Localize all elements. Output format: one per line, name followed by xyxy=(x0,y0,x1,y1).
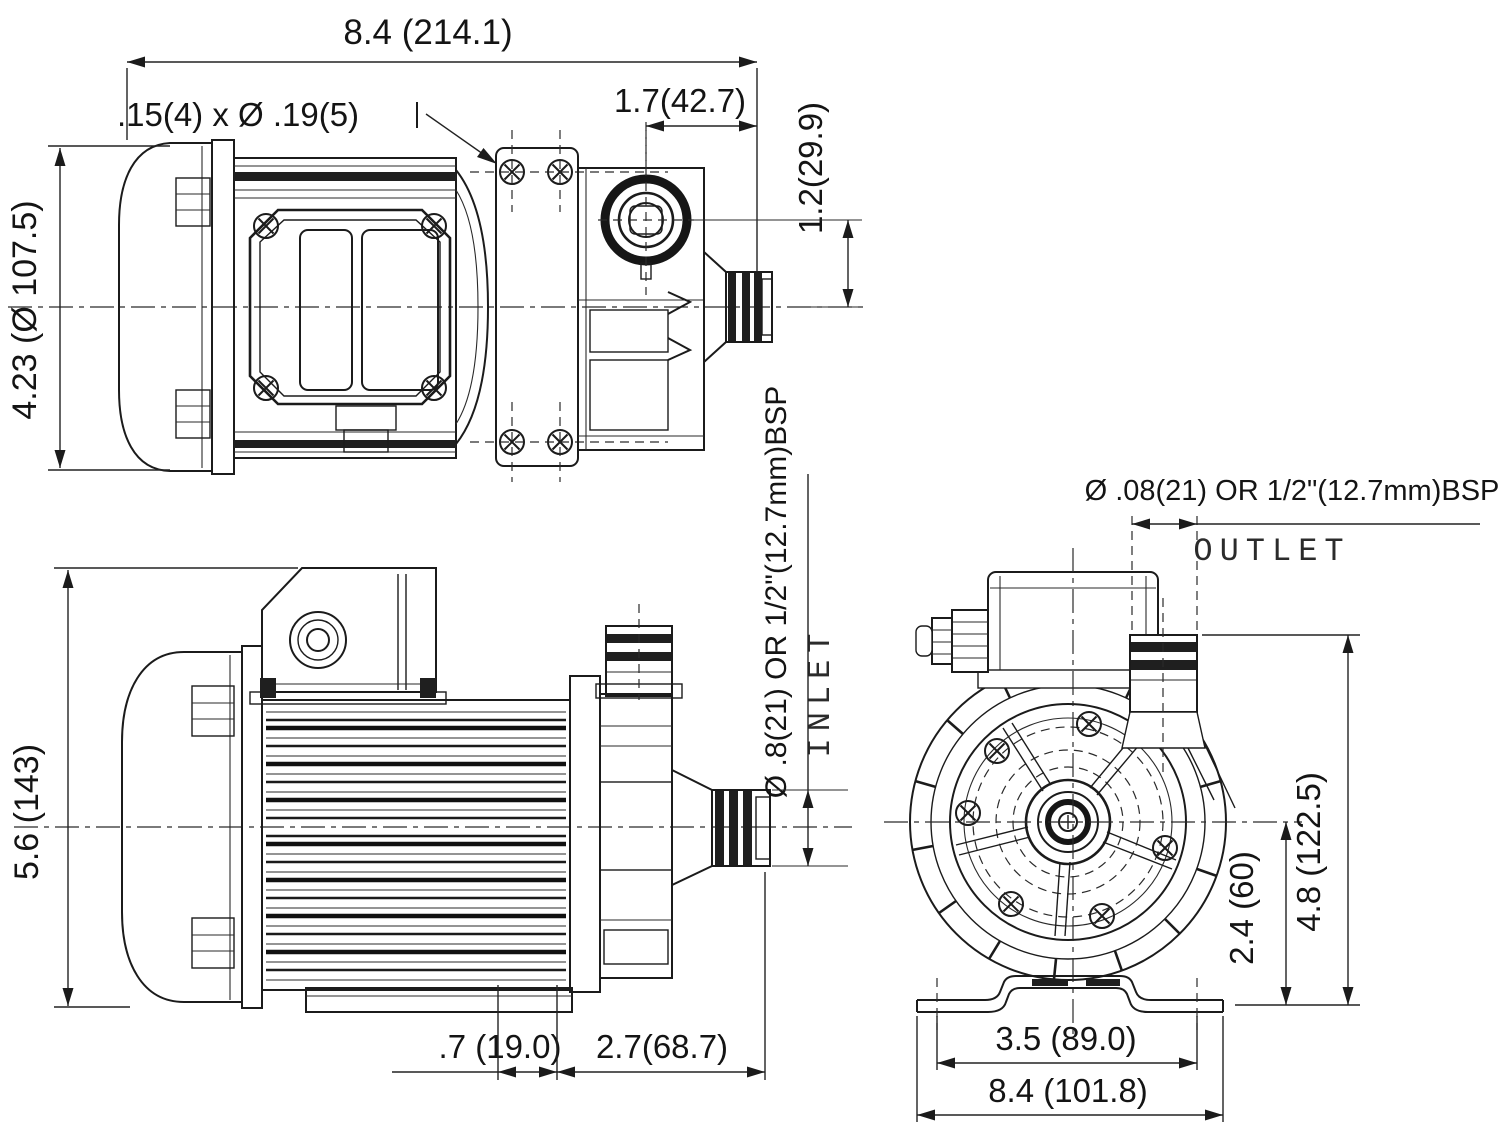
motor-body-top xyxy=(233,157,490,459)
outlet-hose-barb-top xyxy=(703,249,773,365)
dim-inlet-group: Ø .8(21) OR 1/2"(12.7mm)BSP INLET xyxy=(760,386,848,867)
screw-icon xyxy=(253,213,279,239)
dim-port-to-barb-offset: 1.2(29.9) xyxy=(792,102,829,234)
junction-box-side xyxy=(249,567,447,705)
mounting-base-side xyxy=(305,987,573,1013)
dim-outlet-height-group: 4.8 (122.5) xyxy=(1202,634,1360,1005)
dim-foot-overall-width: 8.4 (101.8) xyxy=(988,1072,1148,1109)
dim-mount-slot-group: .15(4) x Ø .19(5) xyxy=(117,96,497,164)
dim-overall-length-group: 8.4 (214.1) xyxy=(126,13,758,272)
screw-icon xyxy=(421,375,447,401)
dim-shaft-center-height: 2.4 (60) xyxy=(1223,851,1260,965)
dim-mount-slot-callout: .15(4) x Ø .19(5) xyxy=(117,96,359,133)
dim-pump-section-length: 2.7(68.7) xyxy=(596,1028,728,1065)
dim-inlet-spec: Ø .8(21) OR 1/2"(12.7mm)BSP xyxy=(760,386,793,798)
dim-outlet-spec: Ø .08(21) OR 1/2"(12.7mm)BSP xyxy=(1085,475,1500,507)
dim-motor-diameter: 4.23 (Ø 107.5) xyxy=(6,200,44,419)
dim-foot-spacing-group: 3.5 (89.0) xyxy=(936,1016,1198,1070)
top-view: 8.4 (214.1) .15(4) x Ø .19(5) 1.7(42.7) … xyxy=(6,13,866,482)
dim-outlet-center-height: 4.8 (122.5) xyxy=(1290,772,1327,932)
dim-outlet-group: Ø .08(21) OR 1/2"(12.7mm)BSP OUTLET xyxy=(1085,475,1500,630)
dim-head-length-group: 1.7(42.7) xyxy=(614,82,757,172)
dim-foot-width-group: 8.4 (101.8) xyxy=(916,1016,1224,1122)
cable-gland-icon xyxy=(289,611,347,669)
screw-icon xyxy=(1152,835,1178,861)
mounting-feet-front xyxy=(916,975,1224,1030)
cable-gland-front xyxy=(915,609,989,673)
pump-head-side xyxy=(569,604,771,993)
outlet-label: OUTLET xyxy=(1193,533,1350,570)
dim-overall-height: 5.6 (143) xyxy=(8,744,46,880)
dim-foot-offset-group: .7 (19.0) 2.7(68.7) xyxy=(392,872,766,1080)
screw-icon xyxy=(1076,711,1102,737)
screw-icon xyxy=(253,375,279,401)
front-view: Ø .08(21) OR 1/2"(12.7mm)BSP OUTLET 3.5 … xyxy=(884,475,1499,1122)
dim-overall-length: 8.4 (214.1) xyxy=(343,13,512,52)
pump-head-top xyxy=(577,122,705,451)
screw-icon xyxy=(1089,903,1115,929)
side-view: 5.6 (143) .7 (19.0) 2.7(68.7) Ø .8(21) O… xyxy=(8,386,852,1080)
dim-head-length: 1.7(42.7) xyxy=(614,82,746,119)
dim-port-offset-group: 1.2(29.9) xyxy=(694,102,862,308)
dim-overall-height-group: 5.6 (143) xyxy=(8,567,298,1008)
screw-icon xyxy=(421,213,447,239)
dim-motor-diameter-group: 4.23 (Ø 107.5) xyxy=(6,145,170,471)
dim-shaft-height-group: 2.4 (60) xyxy=(1223,822,1360,1006)
dim-foot-hole-spacing: 3.5 (89.0) xyxy=(995,1020,1136,1057)
junction-box-front xyxy=(915,571,1169,689)
motor-body-side xyxy=(261,699,571,991)
dim-foot-slot-offset: .7 (19.0) xyxy=(439,1028,562,1065)
